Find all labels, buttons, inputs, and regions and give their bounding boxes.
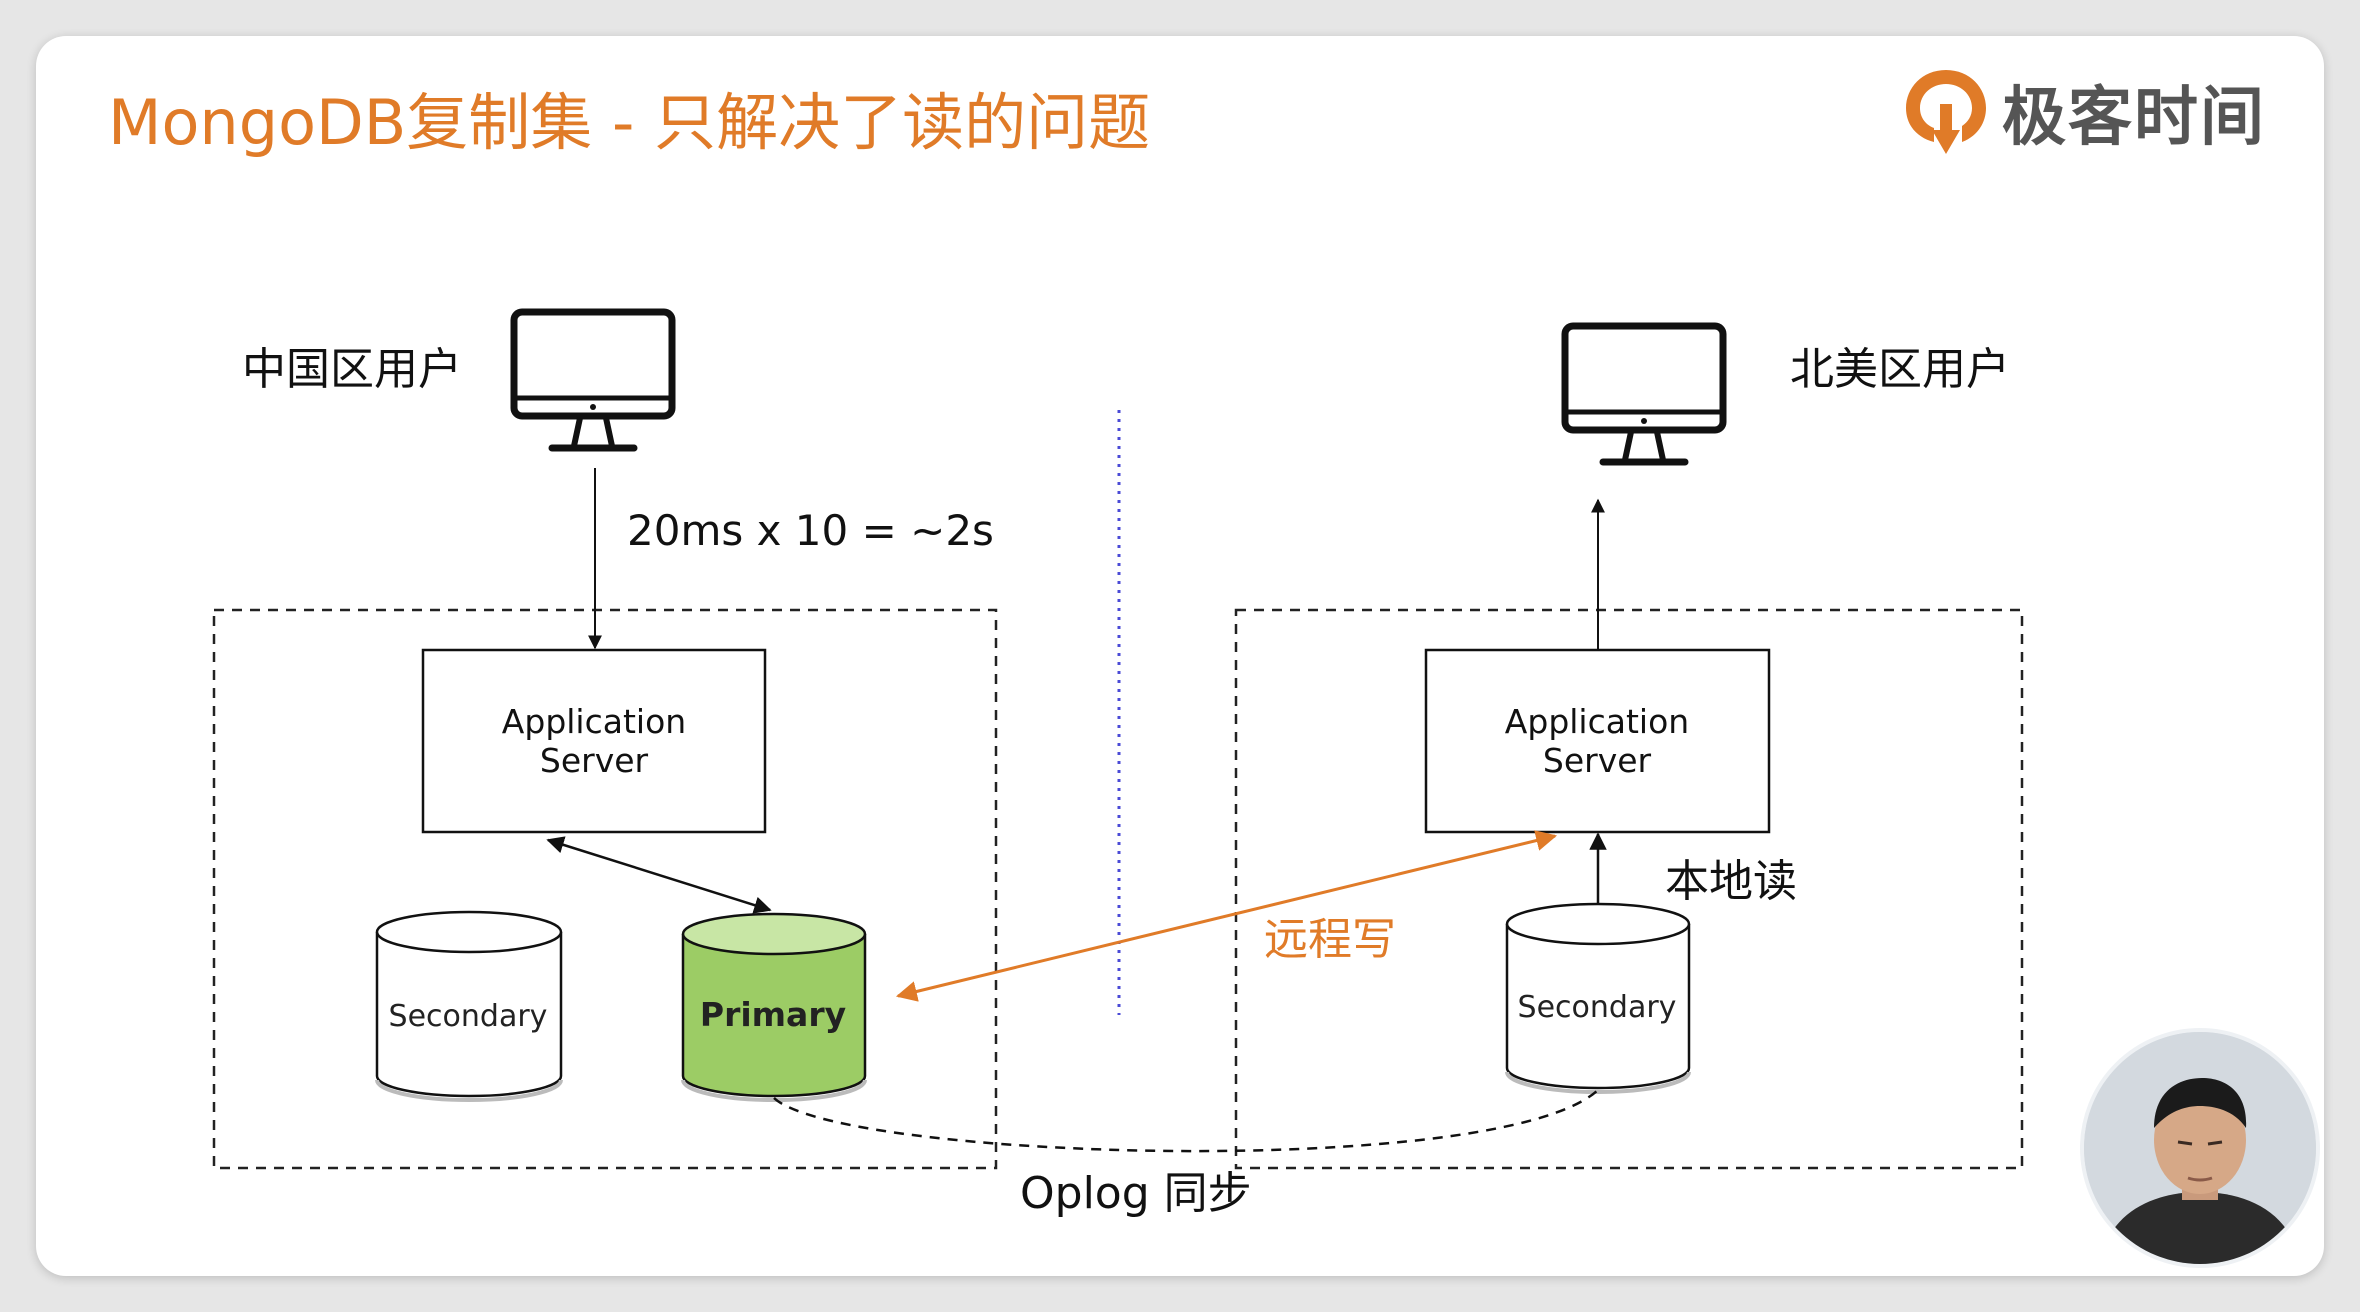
latency-note: 20ms x 10 = ~2s: [627, 506, 994, 555]
app-server-label-line2: Server: [1543, 741, 1652, 780]
app-server-box: [421, 648, 767, 834]
geektime-logo-icon: [1906, 70, 1986, 154]
oplog-sync-label: Oplog 同步: [1020, 1168, 1252, 1219]
north-america-user-label: 北美区用户: [1790, 344, 2010, 395]
primary-db-label: Primary: [700, 995, 846, 1034]
primary-db-cylinder: [681, 912, 867, 1102]
remote-write-arrow: [895, 830, 1558, 1002]
slide-title: MongoDB复制集 - 只解决了读的问题: [108, 86, 1151, 159]
monitor-icon: [1561, 322, 1727, 466]
local-read-label: 本地读: [1665, 856, 1797, 907]
app-server-label-line1: Application: [502, 702, 686, 741]
secondary-db-cylinder: [375, 910, 563, 1102]
remote-write-label: 远程写: [1264, 914, 1396, 965]
presenter-video: [2080, 1028, 2320, 1268]
presenter-avatar-icon: [2084, 1032, 2316, 1264]
brand-name: 极客时间: [2002, 81, 2266, 155]
china-region-box: [212, 608, 998, 1170]
app-server-label-line2: Server: [540, 741, 649, 780]
secondary-db-label: Secondary: [389, 999, 548, 1034]
app-server-box: [1424, 648, 1771, 834]
app-primary-link: [546, 836, 772, 914]
north-america-region-box: [1234, 608, 2024, 1170]
china-user-label: 中国区用户: [242, 344, 462, 395]
oplog-sync-curve: [773, 1089, 1599, 1153]
secondary-db-label: Secondary: [1518, 990, 1677, 1025]
brand: 极客时间: [1900, 64, 2266, 160]
app-server-label-line1: Application: [1505, 702, 1689, 741]
monitor-icon: [510, 308, 676, 452]
